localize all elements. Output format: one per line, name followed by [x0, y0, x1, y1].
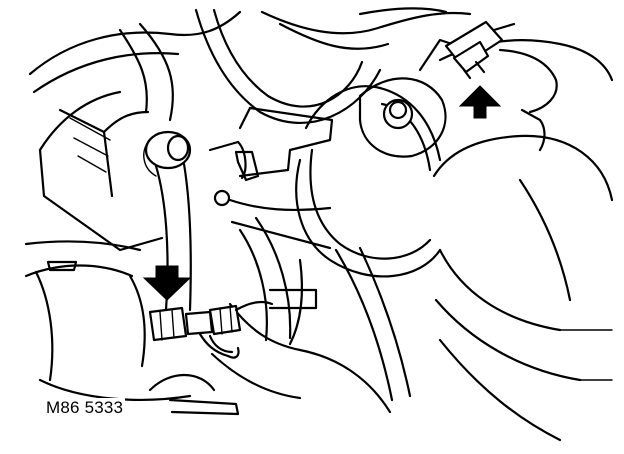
center-mount [208, 106, 334, 250]
figure-reference-label: M86 5333 [44, 398, 126, 418]
down-arrow [142, 265, 192, 301]
up-arrow [458, 85, 502, 119]
pipe-unions [148, 300, 274, 359]
upper-left-bracket [28, 10, 242, 252]
lower-arm [210, 216, 412, 414]
upper-hoses [118, 7, 472, 124]
housing [295, 39, 614, 442]
drop-link [143, 130, 192, 312]
mount-bolt [358, 38, 454, 158]
harness-connector [444, 20, 516, 80]
